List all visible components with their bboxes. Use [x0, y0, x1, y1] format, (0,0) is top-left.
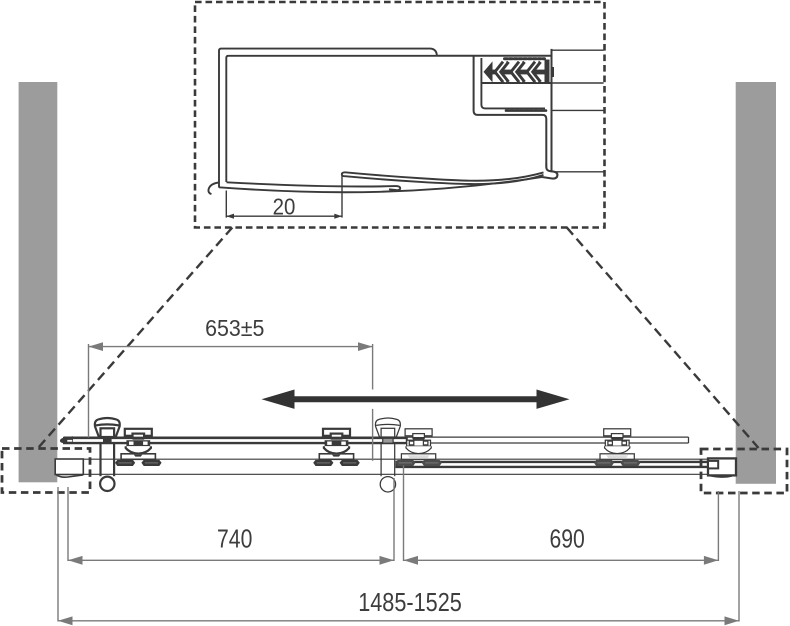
svg-text:653±5: 653±5	[205, 315, 264, 341]
svg-text:740: 740	[217, 525, 252, 553]
svg-text:1485-1525: 1485-1525	[358, 590, 462, 618]
svg-text:690: 690	[549, 525, 584, 553]
svg-text:20: 20	[273, 193, 296, 220]
